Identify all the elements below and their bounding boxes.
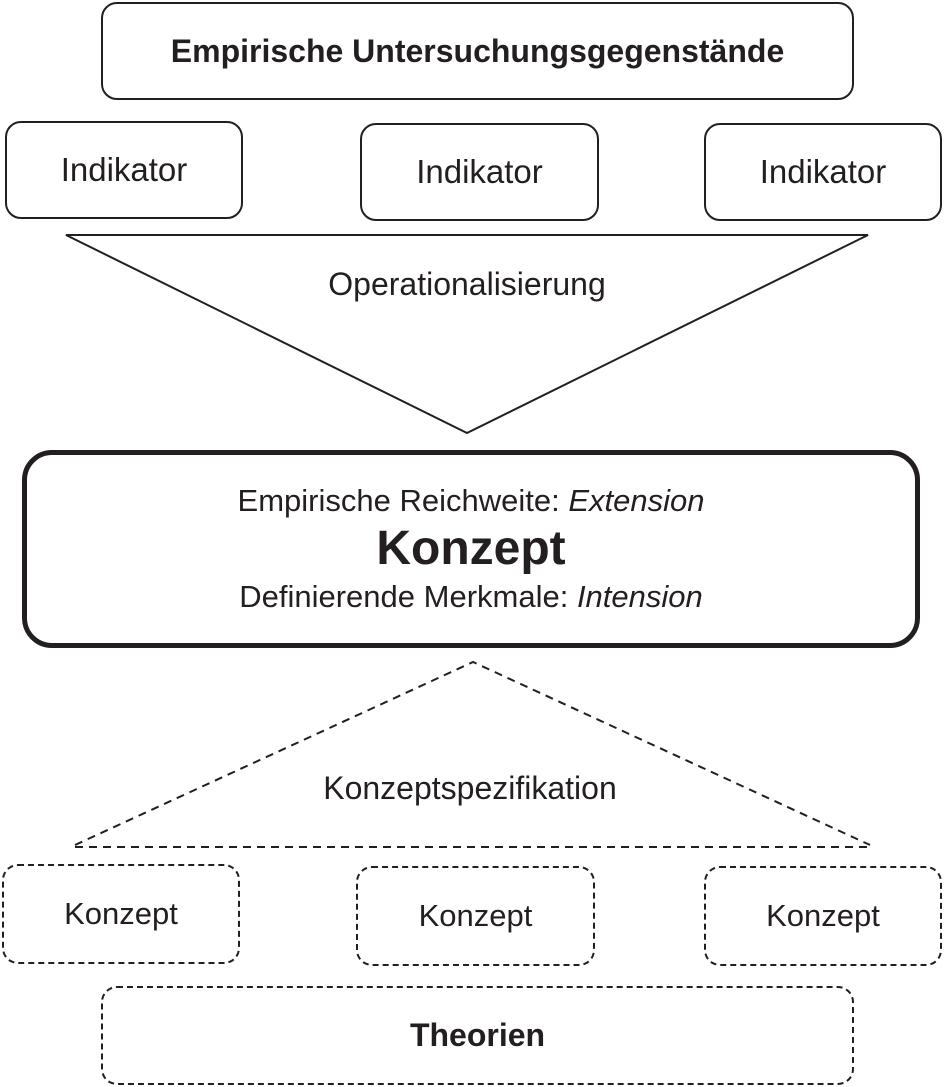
- operationalization-label: Operationalisierung: [328, 266, 606, 302]
- operationalization-funnel: [65, 234, 869, 435]
- concept-box-1: Konzept: [2, 864, 240, 964]
- concept-label: Konzept: [64, 896, 178, 931]
- empirical-subjects-label: Empirische Untersuchungsgegenstände: [170, 32, 785, 69]
- concept-label: Konzept: [418, 898, 533, 933]
- concept-box-3: Konzept: [704, 866, 942, 966]
- empirical-subjects-box: Empirische Untersuchungsgegenstände: [101, 2, 854, 100]
- intension-term: Intension: [576, 579, 703, 614]
- concept-box-2: Konzept: [356, 866, 595, 966]
- specification-triangle: [74, 660, 871, 846]
- indicator-box-2: Indikator: [360, 123, 599, 221]
- specification-label: Konzeptspezifikation: [323, 770, 617, 806]
- theories-label: Theorien: [409, 1017, 546, 1053]
- theories-box: Theorien: [101, 986, 854, 1085]
- intension-line: Definierende Merkmale: Intension: [239, 577, 703, 617]
- concept-box: Empirische Reichweite: Extension Konzept…: [22, 450, 920, 648]
- indicator-label: Indikator: [759, 153, 887, 190]
- indicator-label: Indikator: [416, 153, 543, 190]
- indicator-box-3: Indikator: [704, 123, 942, 221]
- concept-title: Konzept: [376, 522, 566, 575]
- extension-prefix: Empirische Reichweite:: [237, 483, 569, 518]
- indicator-box-1: Indikator: [5, 121, 243, 219]
- indicator-label: Indikator: [60, 151, 188, 188]
- intension-prefix: Definierende Merkmale:: [239, 579, 577, 614]
- extension-term: Extension: [568, 483, 705, 518]
- concept-label: Konzept: [766, 898, 880, 933]
- extension-line: Empirische Reichweite: Extension: [238, 481, 705, 521]
